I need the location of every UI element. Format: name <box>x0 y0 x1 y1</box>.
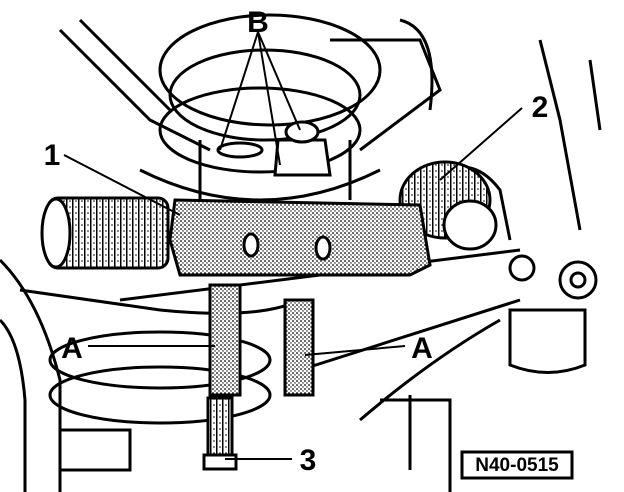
label-a-left: A <box>61 332 83 365</box>
support-legs <box>202 283 315 471</box>
spring-compressor-block <box>168 120 432 277</box>
threaded-spindle <box>40 196 170 270</box>
label-2: 2 <box>532 91 549 124</box>
reference-code: N40-0515 <box>475 455 559 476</box>
ball-joint-bushing <box>508 254 598 374</box>
label-b: B <box>247 6 269 39</box>
reference-code-box: N40-0515 <box>460 450 574 480</box>
label-3: 3 <box>300 444 317 477</box>
leader-lines <box>63 31 523 460</box>
label-a-right: A <box>411 332 433 365</box>
background-structure <box>0 13 602 492</box>
label-1: 1 <box>44 139 61 172</box>
